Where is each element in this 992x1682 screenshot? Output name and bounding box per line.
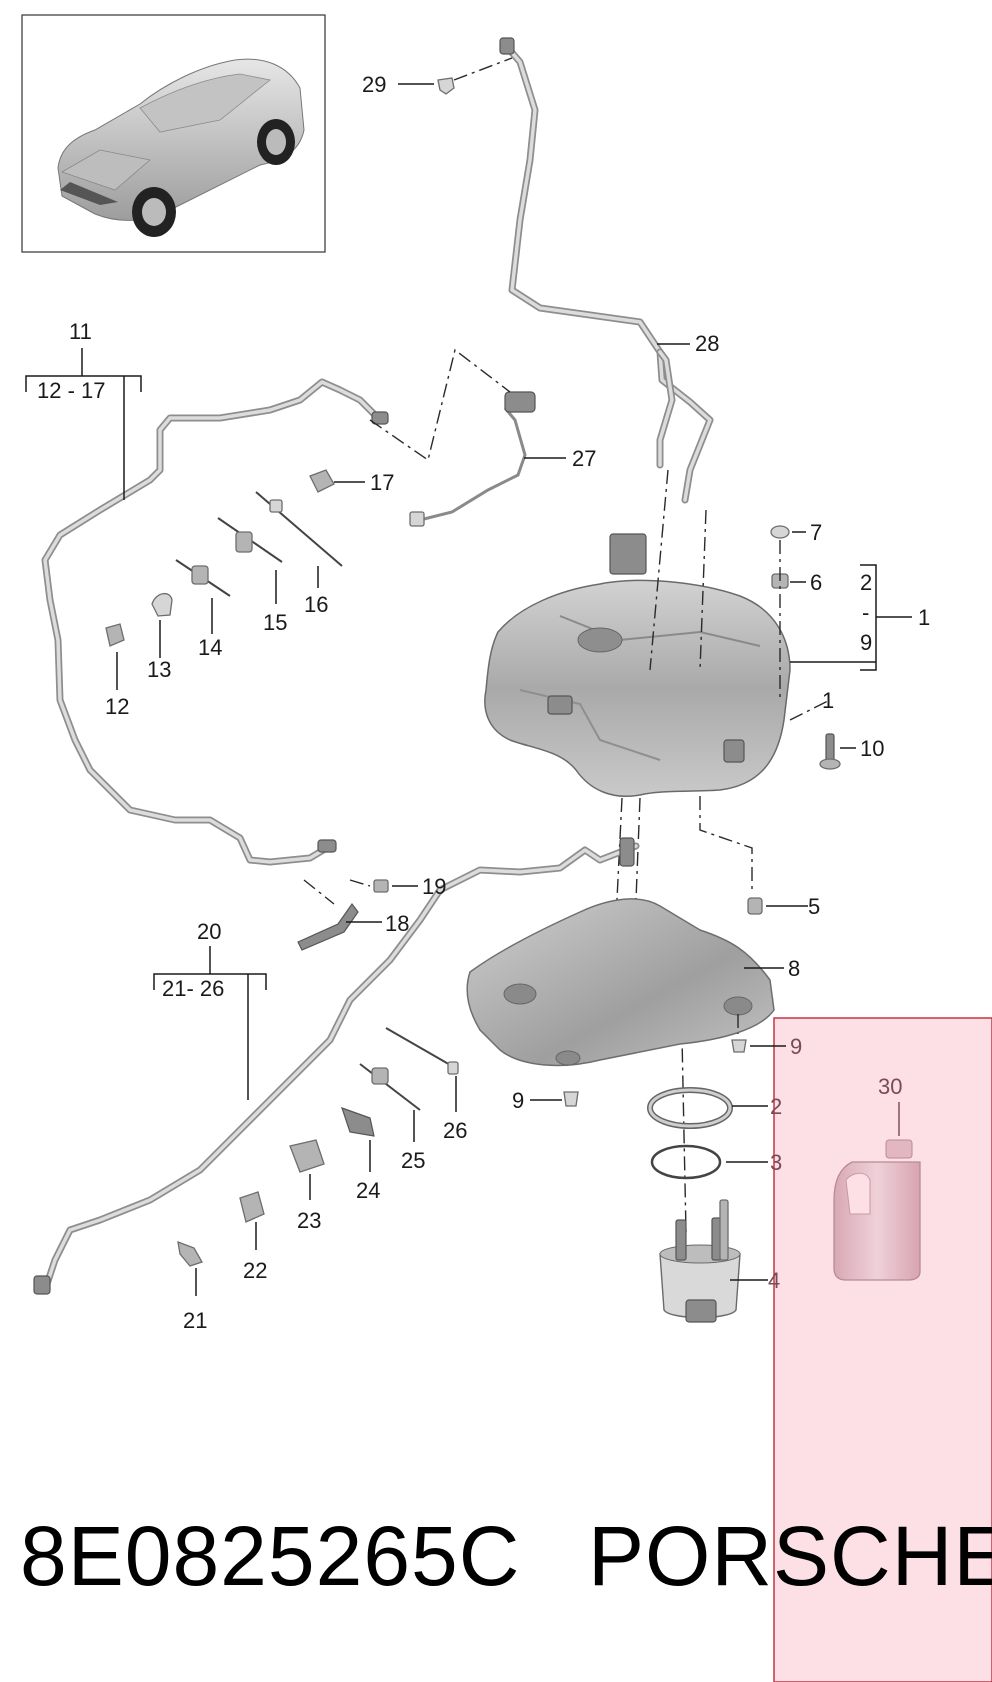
group-bracket-1: 1 2 - 9 xyxy=(790,564,930,671)
clip-14: 14 xyxy=(175,559,231,660)
callout-3: 3 xyxy=(770,1150,782,1175)
clip-26: 26 xyxy=(385,1027,467,1143)
callout-11: 11 xyxy=(69,319,92,344)
callout-17: 17 xyxy=(370,470,394,495)
small-label-1: 1 xyxy=(822,688,834,713)
car-icon xyxy=(57,58,305,237)
clip-16: 16 xyxy=(255,491,343,617)
fuel-line-20 xyxy=(33,837,640,1295)
group-20-range: 21- 26 xyxy=(162,976,224,1001)
fuel-line-11 xyxy=(41,378,389,866)
vehicle-thumbnail xyxy=(21,14,326,253)
fuel-line-28 xyxy=(499,37,714,504)
part-number: 8E0825265C xyxy=(20,1509,520,1603)
callout-22: 22 xyxy=(243,1258,267,1283)
callout-29: 29 xyxy=(362,72,386,97)
fuel-pump-4: 4 xyxy=(659,1199,780,1323)
callout-21: 21 xyxy=(183,1308,207,1333)
callout-27: 27 xyxy=(572,446,596,471)
fuel-tank-1 xyxy=(484,533,791,797)
bolt-10: 10 xyxy=(819,733,884,770)
bracket-18: 18 xyxy=(297,879,409,951)
callout-28: 28 xyxy=(695,331,719,356)
nut-9-right: 9 xyxy=(731,1014,802,1059)
callout-13: 13 xyxy=(147,657,171,682)
callout-26: 26 xyxy=(443,1118,467,1143)
clip-13: 13 xyxy=(147,593,173,682)
group-1-mid: - xyxy=(862,600,869,625)
callout-25: 25 xyxy=(401,1148,425,1173)
clip-24: 24 xyxy=(341,1107,380,1203)
washer-7: 7 xyxy=(770,520,822,545)
callout-19: 19 xyxy=(422,874,446,899)
clip-12: 12 xyxy=(105,623,129,719)
highlight-panel xyxy=(773,1017,992,1682)
fluid-bottle-30: 30 xyxy=(833,1074,921,1281)
clip-29: 29 xyxy=(362,57,513,97)
callout-7: 7 xyxy=(810,520,822,545)
callout-10: 10 xyxy=(860,736,884,761)
callout-24: 24 xyxy=(356,1178,380,1203)
callout-2: 2 xyxy=(770,1094,782,1119)
nut-9-left: 9 xyxy=(512,1088,579,1113)
nut-5: 5 xyxy=(699,796,820,919)
callout-20: 20 xyxy=(197,919,221,944)
seal-3: 3 xyxy=(650,1144,782,1180)
clip-19: 19 xyxy=(349,874,446,899)
callout-4: 4 xyxy=(768,1268,780,1293)
callout-9-left: 9 xyxy=(512,1088,524,1113)
callout-6: 6 xyxy=(810,570,822,595)
clip-17: 17 xyxy=(309,469,394,495)
callout-8: 8 xyxy=(788,956,800,981)
callout-16: 16 xyxy=(304,592,328,617)
callout-9-right: 9 xyxy=(790,1034,802,1059)
lock-ring-2: 2 xyxy=(647,1087,782,1129)
callout-15: 15 xyxy=(263,610,287,635)
brand-name: PORSCHE xyxy=(588,1509,992,1603)
heat-shield-8: 8 xyxy=(466,898,800,1067)
group-1-top: 2 xyxy=(860,570,872,595)
vent-line-27: 27 xyxy=(369,348,596,527)
callout-5: 5 xyxy=(808,894,820,919)
group-1-bottom: 9 xyxy=(860,630,872,655)
clip-25: 25 xyxy=(359,1063,425,1173)
group-11-range: 12 - 17 xyxy=(37,378,106,403)
clip-22: 22 xyxy=(239,1191,267,1283)
callout-23: 23 xyxy=(297,1208,321,1233)
group-bracket-20: 20 21- 26 xyxy=(153,919,267,1100)
clip-21: 21 xyxy=(177,1240,207,1333)
callout-1: 1 xyxy=(918,605,930,630)
group-bracket-11: 11 12 - 17 xyxy=(25,319,142,500)
callout-18: 18 xyxy=(385,911,409,936)
callout-14: 14 xyxy=(198,635,222,660)
clip-15: 15 xyxy=(217,517,287,635)
clip-23: 23 xyxy=(289,1139,325,1233)
callout-12: 12 xyxy=(105,694,129,719)
callout-30: 30 xyxy=(878,1074,902,1099)
